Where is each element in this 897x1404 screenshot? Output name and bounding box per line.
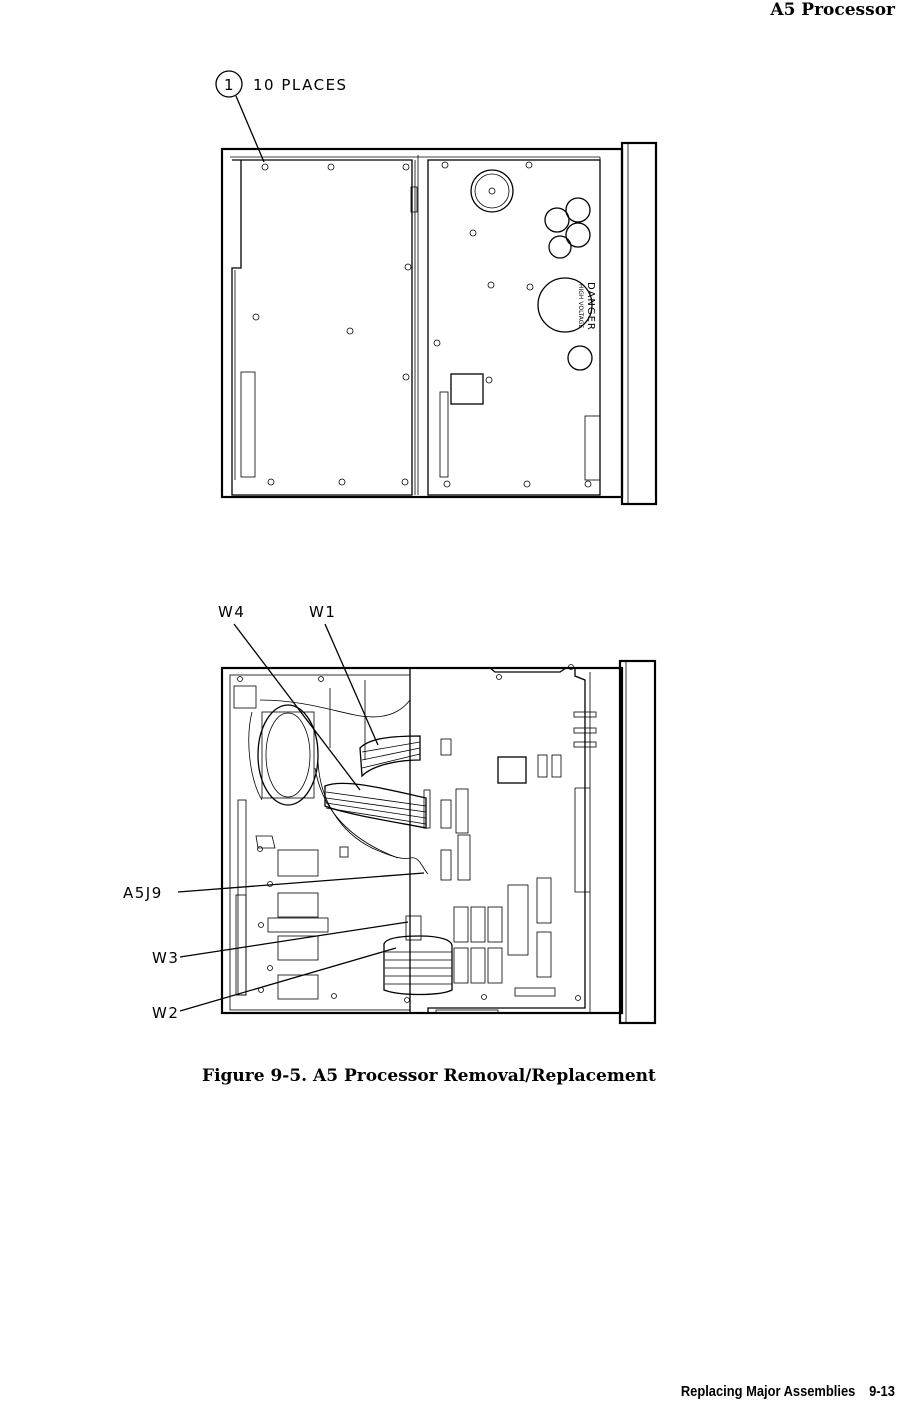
label-a5j9: A5J9 (123, 884, 163, 902)
label-w1: W1 (309, 603, 336, 621)
footer-chapter: Replacing Major Assemblies (680, 1383, 856, 1400)
callout-leader (235, 95, 265, 163)
section-title: A5 Processor (770, 0, 895, 20)
leader-a5j9 (177, 872, 425, 893)
leader-w2 (179, 947, 397, 1012)
leader-w3 (179, 921, 409, 958)
bottom-view-drawing: W4 W1 A5J9 W3 W2 (123, 603, 657, 1025)
callout-circle (215, 70, 243, 98)
danger-sublabel: HIGH VOLTAGE (577, 284, 584, 328)
danger-label: DANGER (585, 282, 596, 331)
callout-number: 1 (224, 76, 235, 94)
label-w4: W4 (218, 603, 245, 621)
figure-caption: Figure 9-5. A5 Processor Removal/Replace… (202, 1066, 656, 1086)
figure-9-5-drawing: 1 10 PLACES DANGER HIGH VOLTAGE (123, 70, 658, 1025)
leader-w4 (233, 623, 361, 791)
label-w3: W3 (152, 949, 179, 967)
callout-label: 10 PLACES (253, 76, 348, 94)
leader-w1 (324, 623, 379, 746)
label-w2: W2 (152, 1004, 179, 1022)
page-footer: Replacing Major Assemblies 9-13 (681, 1383, 895, 1400)
top-view-drawing: 1 10 PLACES DANGER HIGH VOLTAGE (215, 70, 658, 506)
footer-page-number: 9-13 (869, 1383, 895, 1400)
